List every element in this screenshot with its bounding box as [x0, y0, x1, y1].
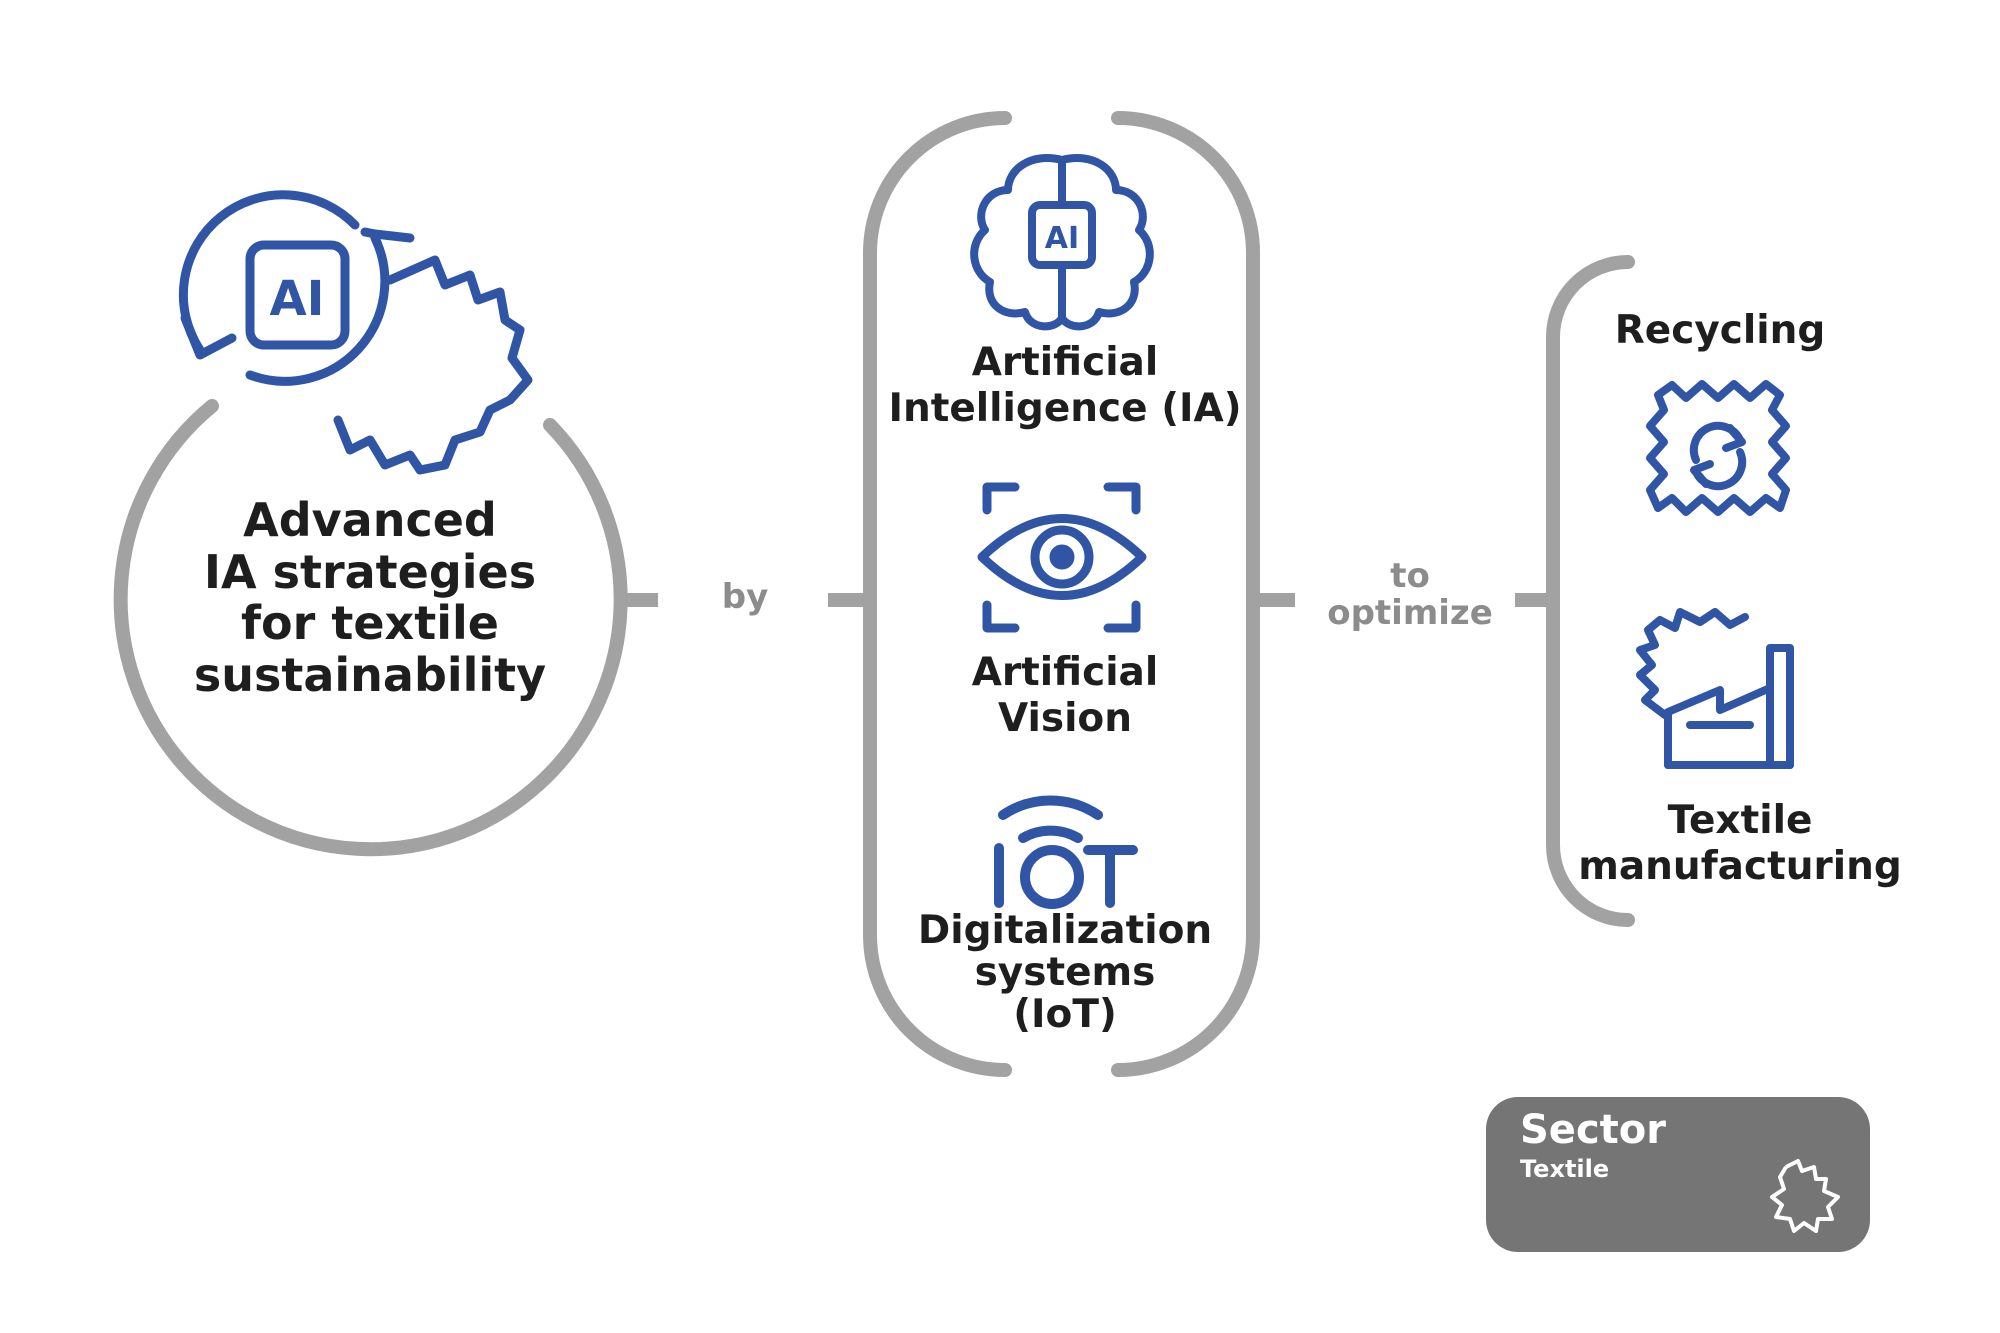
main-title: Advanced IA strategies for textile susta…	[170, 493, 570, 702]
goals-bracket	[1546, 255, 1635, 927]
sector-card: Sector Textile	[1486, 1097, 1870, 1252]
fabric-patch-icon	[1770, 1159, 1840, 1233]
ai-brain-icon-text: AI	[1045, 221, 1079, 256]
main-title-line: for textile	[241, 596, 499, 651]
method-label-line: systems	[974, 950, 1156, 996]
methods-capsule-right	[1111, 111, 1260, 1077]
method-label-line: Digitalization	[917, 908, 1213, 953]
main-title-line: sustainability	[193, 647, 547, 702]
method-label-line: Vision	[997, 696, 1132, 742]
recycling-fabric-icon	[1646, 380, 1790, 516]
goal-label-line: manufacturing	[1578, 844, 1902, 890]
ai-brain-icon	[970, 154, 1154, 331]
method-label-line: Artificial	[971, 650, 1159, 695]
method-label-iot: Digitalization systems (IoT)	[850, 908, 1280, 1038]
eye-scan-icon	[977, 482, 1147, 633]
method-label-line: Artificial	[971, 340, 1159, 385]
main-title-line: Advanced	[243, 493, 497, 547]
connector-to-optimize-label: to optimize	[1300, 556, 1520, 634]
ai-cycle-icon	[178, 190, 533, 475]
method-label-line: (IoT)	[1013, 992, 1117, 1038]
connector-optimize-line: optimize	[1327, 593, 1493, 634]
method-label-line: Intelligence (IA)	[888, 386, 1242, 432]
method-label-vision: Artificial Vision	[850, 650, 1280, 742]
factory-icon	[1636, 608, 1794, 769]
method-label-ai: Artificial Intelligence (IA)	[850, 340, 1280, 432]
iot-icon	[994, 795, 1138, 909]
sector-value: Textile	[1520, 1155, 1610, 1183]
goal-label-line: Textile	[1667, 798, 1813, 843]
connector-by-label: by	[721, 577, 769, 617]
goal-label-recycling: Recycling	[1614, 308, 1826, 353]
sector-title: Sector	[1520, 1107, 1666, 1153]
goal-label-manufacturing: Textile manufacturing	[1560, 798, 1920, 890]
connector-to-line: to	[1390, 556, 1430, 596]
main-icon-ai-text: AI	[269, 271, 324, 327]
methods-capsule-left	[863, 111, 1012, 1077]
main-title-line: IA strategies	[203, 544, 537, 599]
